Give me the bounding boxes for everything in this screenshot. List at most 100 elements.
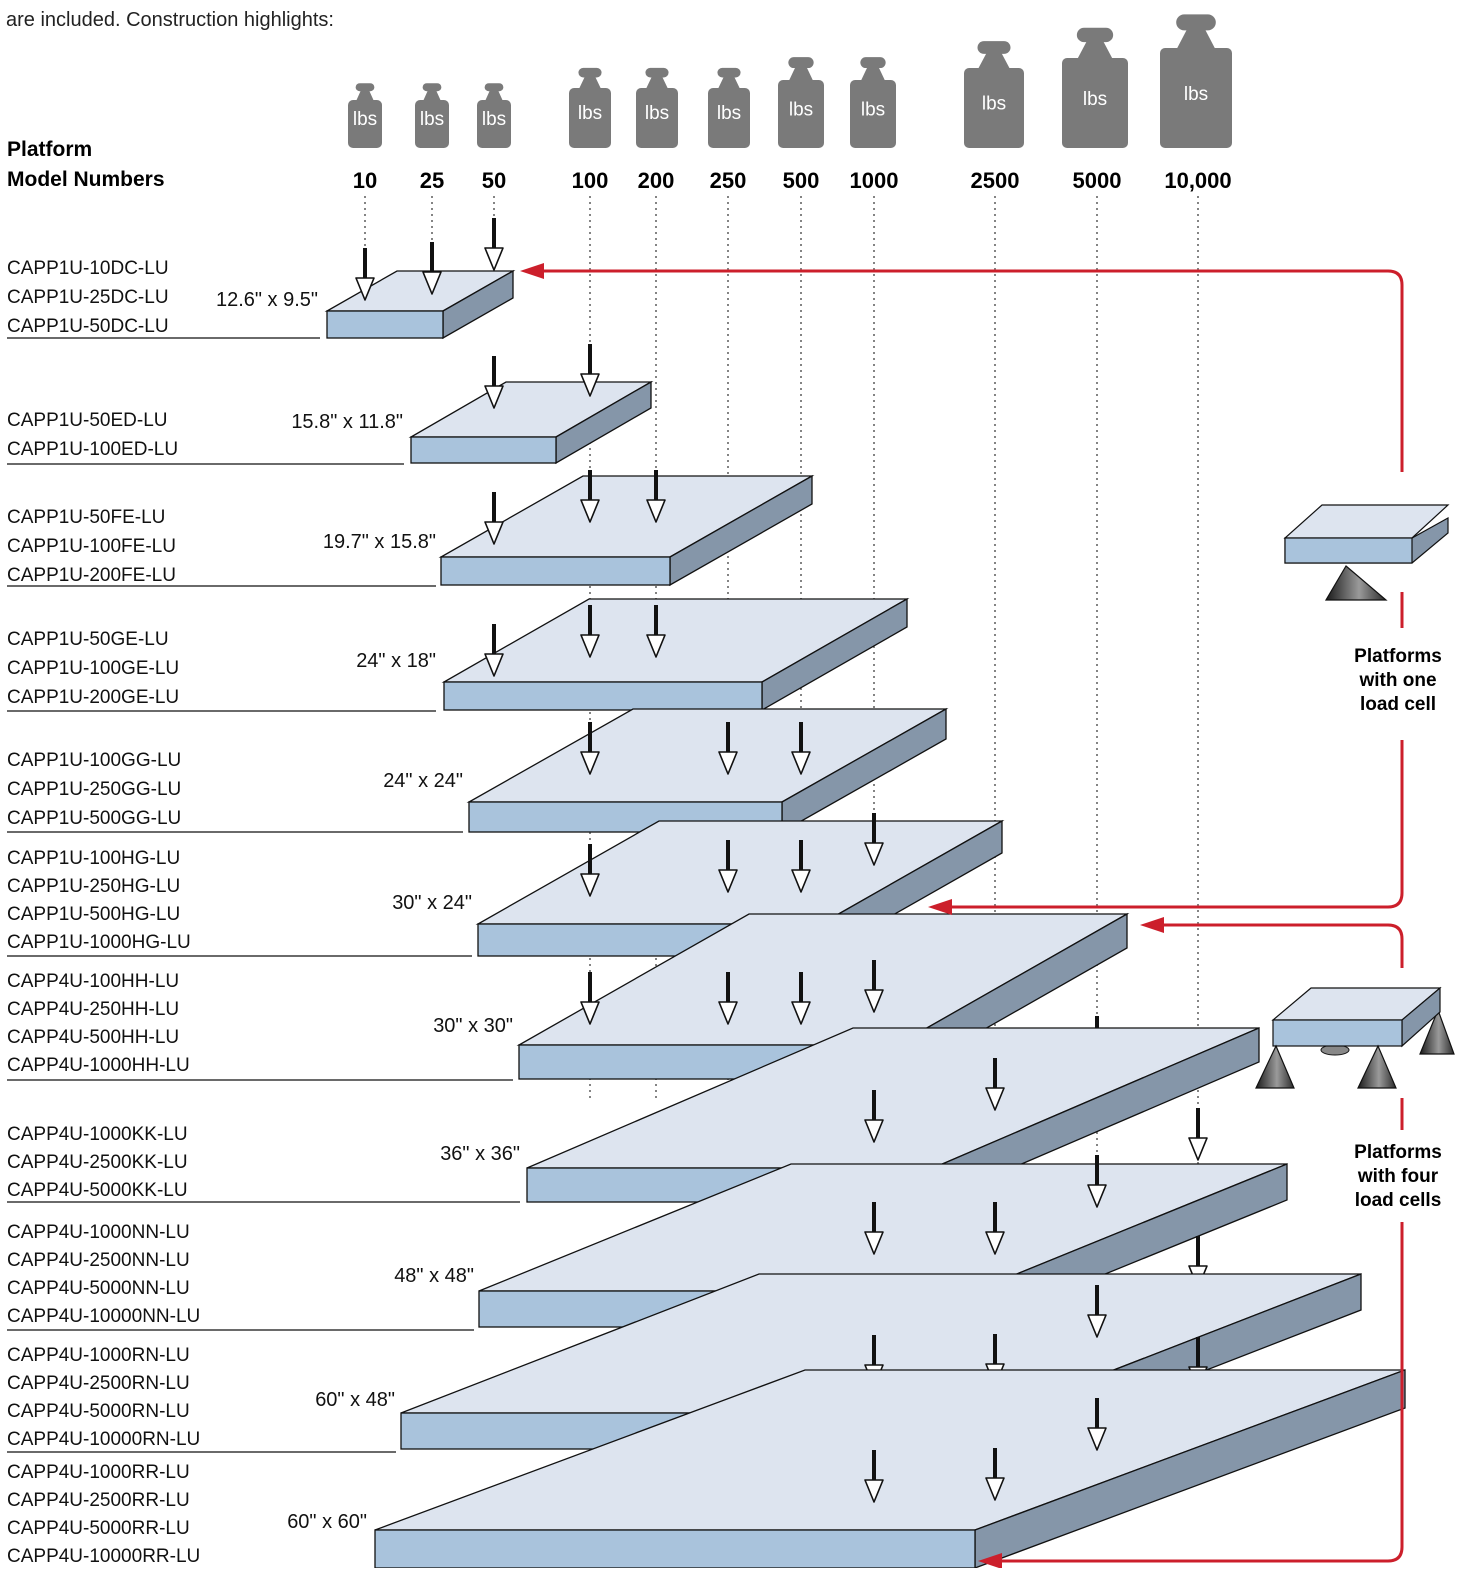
load-cell-cone — [1255, 1044, 1295, 1089]
four-cell-bracket-bottom — [990, 1222, 1404, 1563]
model-number: CAPP4U-2500RR-LU — [7, 1490, 190, 1511]
weight-neck — [1176, 28, 1216, 50]
arrow-head — [580, 751, 600, 775]
weight-unit-label: lbs — [982, 94, 1006, 115]
weight-unit-label: lbs — [353, 109, 377, 130]
one-cell-bracket-top — [530, 269, 1404, 472]
weight-icon-7: lbs — [850, 57, 896, 148]
weight-knob — [1176, 14, 1216, 31]
platform-size: 60" x 60" — [287, 1511, 367, 1533]
arrow-head — [580, 1001, 600, 1025]
model-number: CAPP1U-50ED-LU — [7, 410, 168, 431]
load-arrow — [580, 722, 600, 775]
one-cell-bracket-bottom — [940, 740, 1404, 909]
capacity-label-4: 200 — [638, 168, 675, 193]
weight-body — [415, 100, 449, 148]
weight-body — [708, 88, 750, 148]
weight-icon-0: lbs — [348, 83, 382, 148]
load-arrow — [791, 972, 811, 1025]
platform-size: 30" x 30" — [433, 1015, 513, 1037]
arrow-head — [864, 989, 884, 1013]
weight-unit-label: lbs — [1083, 89, 1107, 110]
load-arrow — [484, 624, 504, 677]
weight-neck — [645, 76, 669, 90]
load-arrow — [985, 1058, 1005, 1111]
arrow-head — [580, 873, 600, 897]
arrow-head — [791, 869, 811, 893]
weight-icon-4: lbs — [636, 67, 678, 148]
one-cell-group-label: load cell — [1360, 694, 1436, 715]
arrow-head — [484, 385, 504, 409]
four-cell-arrowhead-bottom — [978, 1553, 1002, 1569]
arrow-head — [422, 271, 442, 295]
weight-unit-label: lbs — [789, 99, 813, 120]
weight-unit-label: lbs — [645, 103, 669, 124]
load-arrow — [580, 605, 600, 658]
model-number: CAPP4U-1000RN-LU — [7, 1345, 190, 1366]
arrow-head — [646, 499, 666, 523]
arrow-head — [355, 277, 375, 301]
platform-row-7: CAPP4U-1000KK-LUCAPP4U-2500KK-LUCAPP4U-5… — [7, 1027, 1260, 1203]
load-arrow — [718, 840, 738, 893]
arrow-head — [484, 653, 504, 677]
model-number: CAPP1U-500GG-LU — [7, 808, 181, 829]
load-arrow — [864, 1090, 884, 1143]
arrow-head — [864, 842, 884, 866]
load-arrow — [580, 344, 600, 397]
weight-unit-label: lbs — [717, 103, 741, 124]
weight-knob — [1076, 27, 1114, 43]
model-number: CAPP1U-250HG-LU — [7, 876, 180, 897]
load-arrow — [1188, 1108, 1208, 1161]
model-number: CAPP1U-100FE-LU — [7, 536, 176, 557]
header-label-line-1: Platform — [7, 138, 92, 161]
platform-row-3: CAPP1U-50GE-LUCAPP1U-100GE-LUCAPP1U-200G… — [7, 597, 910, 712]
load-cell-cone — [1419, 1008, 1455, 1055]
platform-front-face — [410, 436, 557, 464]
load-arrow — [1087, 1285, 1107, 1338]
four-cell-bracket-top — [1152, 923, 1404, 968]
model-number: CAPP4U-250HH-LU — [7, 999, 179, 1020]
model-number: CAPP4U-2500KK-LU — [7, 1152, 188, 1173]
arrow-head — [718, 1001, 738, 1025]
arrow-head — [864, 1231, 884, 1255]
weight-neck — [860, 66, 886, 82]
platform-row-6: CAPP4U-100HH-LUCAPP4U-250HH-LUCAPP4U-500… — [7, 912, 1130, 1081]
weight-knob — [717, 67, 741, 78]
capacity-label-3: 100 — [572, 168, 609, 193]
load-arrow — [646, 605, 666, 658]
one-cell-group-label: Platforms — [1354, 646, 1442, 667]
weight-neck — [422, 90, 442, 102]
weight-neck — [717, 76, 741, 90]
capacity-label-5: 250 — [710, 168, 747, 193]
header-label-line-2: Model Numbers — [7, 168, 165, 191]
model-number: CAPP4U-500HH-LU — [7, 1027, 179, 1048]
model-number: CAPP1U-500HG-LU — [7, 904, 180, 925]
capacity-label-0: 10 — [353, 168, 377, 193]
weight-body — [964, 68, 1024, 148]
model-number: CAPP1U-100ED-LU — [7, 439, 178, 460]
load-arrow — [580, 972, 600, 1025]
weight-icon-1: lbs — [415, 83, 449, 148]
weight-body — [348, 100, 382, 148]
arrow-head — [864, 1119, 884, 1143]
weight-knob — [578, 67, 602, 78]
arrow-head — [718, 751, 738, 775]
weight-neck — [355, 90, 375, 102]
four-cell-group-label: load cells — [1355, 1190, 1442, 1211]
arrow-head — [580, 499, 600, 523]
arrow-head — [484, 521, 504, 545]
platform-row-8: CAPP4U-1000NN-LUCAPP4U-2500NN-LUCAPP4U-5… — [7, 1155, 1288, 1331]
platform-rows: CAPP1U-10DC-LUCAPP1U-25DC-LUCAPP1U-50DC-… — [7, 218, 1406, 1569]
weight-body — [477, 100, 511, 148]
weight-knob — [977, 41, 1011, 54]
arrow-head — [1087, 1184, 1107, 1208]
load-arrow — [580, 470, 600, 523]
weight-icon-6: lbs — [778, 57, 824, 148]
platform-size: 12.6" x 9.5" — [216, 289, 318, 311]
weight-body — [569, 88, 611, 148]
arrow-head — [791, 751, 811, 775]
model-number: CAPP4U-1000NN-LU — [7, 1222, 190, 1243]
